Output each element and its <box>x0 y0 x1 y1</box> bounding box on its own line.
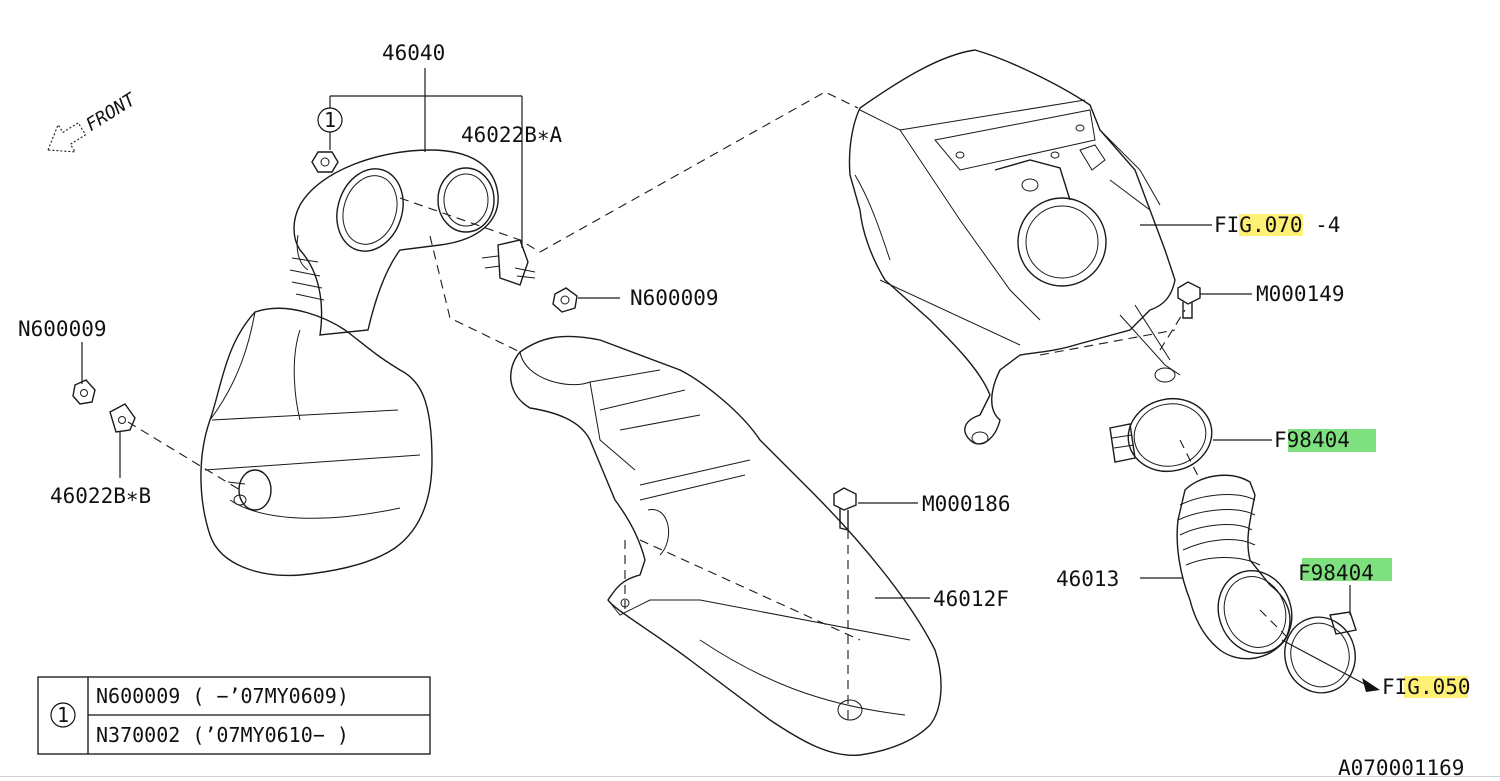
clamp-lower-label[interactable]: F98404 <box>1298 558 1392 585</box>
fig-050-highlight <box>1404 676 1468 698</box>
clamp-upper-highlight <box>1288 429 1376 452</box>
legend-row-1: N600009 ( −’07MY0609) <box>96 684 349 708</box>
label-46013[interactable]: 46013 <box>1056 567 1119 591</box>
label-46022B-A[interactable]: 46022B∗A <box>461 123 563 147</box>
legend-symbol-text: 1 <box>57 703 69 727</box>
inlet-duct <box>510 335 942 757</box>
label-46012F[interactable]: 46012F <box>933 587 1009 611</box>
fig-070-highlight <box>1239 214 1303 236</box>
legend-circle-symbol <box>50 702 76 728</box>
legend-row-2: N370002 (’07MY0610− ) <box>96 723 349 747</box>
circle-1-text: 1 <box>324 108 336 132</box>
label-m000149[interactable]: M000149 <box>1256 282 1345 306</box>
fig-050-pre: FI <box>1382 675 1407 699</box>
bolt-m000149 <box>1177 281 1201 319</box>
label-46022B-B[interactable]: 46022B∗B <box>50 484 151 508</box>
svg-text:FIG.050: FIG.050 <box>1382 675 1471 699</box>
air-hose-46013 <box>1176 474 1293 660</box>
air-intake-duct <box>200 149 499 577</box>
label-m000186[interactable]: M000186 <box>922 492 1011 516</box>
duct-hardware <box>72 151 578 433</box>
label-46040[interactable]: 46040 <box>382 41 445 65</box>
fig-050-link[interactable]: FIG.050 <box>1382 675 1471 699</box>
label-n600009-top[interactable]: N600009 <box>630 286 719 310</box>
fig-050-hl: G.05 <box>1407 675 1458 699</box>
clamp-upper-label[interactable]: F98404 <box>1274 428 1376 452</box>
clamp-lower-hl: F98404 <box>1298 561 1374 585</box>
clamp-upper <box>1109 398 1213 472</box>
dashed-connectors <box>127 91 1291 720</box>
fig-070-post: 0 -4 <box>1290 213 1341 237</box>
reference-code: A070001169 <box>1338 756 1464 780</box>
svg-text:F98404: F98404 <box>1274 428 1350 452</box>
svg-text:F98404: F98404 <box>1298 561 1374 585</box>
front-arrow: FRONT <box>47 89 140 153</box>
air-cleaner-case <box>848 49 1181 445</box>
label-n600009-left[interactable]: N600009 <box>18 317 107 341</box>
leader-lines <box>81 68 1380 692</box>
front-label: FRONT <box>82 89 140 136</box>
clamp-upper-hl: 98404 <box>1287 428 1350 452</box>
bolt-m000186 <box>833 487 857 531</box>
clamp-lower-highlight <box>1302 558 1392 581</box>
svg-text:FIG.070 -4: FIG.070 -4 <box>1214 213 1340 237</box>
fig-070-hl: G.07 <box>1239 213 1290 237</box>
bottom-rule <box>0 776 1500 777</box>
clamp-lower <box>1284 611 1357 694</box>
clamp-upper-pre: F <box>1274 428 1287 452</box>
fig-070-4-link[interactable]: FIG.070 -4 <box>1214 213 1340 237</box>
fig-050-post: 0 <box>1458 675 1471 699</box>
legend-table: 1 N600009 ( −’07MY0609) N370002 (’07MY06… <box>37 676 431 755</box>
fig-070-pre: FI <box>1214 213 1239 237</box>
circle-1-marker: 1 <box>317 107 343 133</box>
